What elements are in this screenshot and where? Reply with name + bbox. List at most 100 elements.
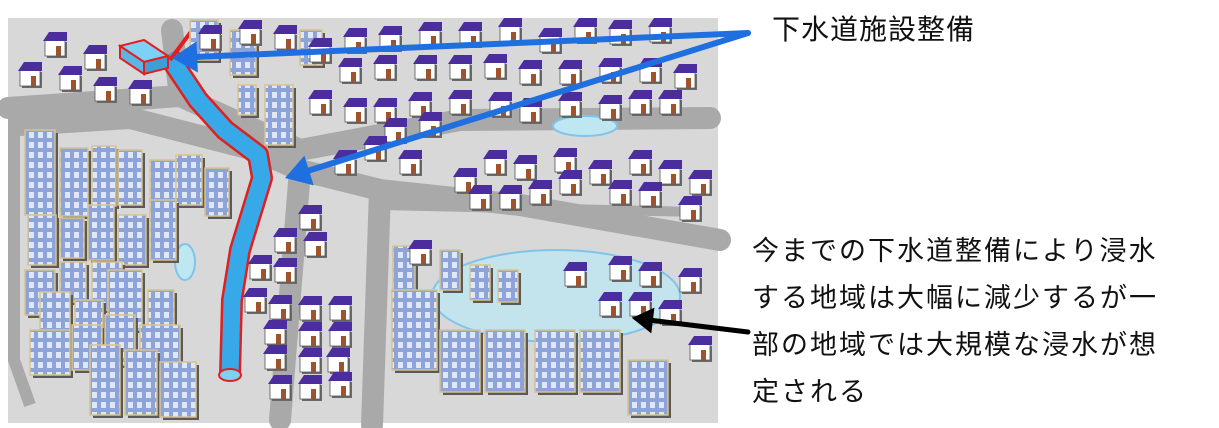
house-wall	[329, 303, 351, 321]
road	[379, 200, 701, 217]
flood-note-line: 今までの下水道整備により浸水	[752, 236, 1158, 267]
house-door	[526, 169, 531, 179]
house-roof	[598, 58, 622, 67]
house-roof	[658, 300, 682, 309]
house-wall	[559, 67, 581, 85]
house-wall	[274, 32, 296, 50]
house-door	[571, 74, 576, 84]
facility-front	[143, 54, 169, 76]
house-door	[351, 72, 356, 82]
house-wall	[374, 62, 396, 80]
house-door	[106, 91, 111, 101]
house-door	[421, 106, 426, 116]
sewer-pipe-body	[160, 50, 271, 376]
house-roof	[408, 92, 432, 101]
house-door	[461, 104, 466, 114]
house-door	[56, 46, 61, 56]
house-wall	[239, 27, 261, 45]
apartment-building	[469, 264, 491, 301]
arrow-to-facility-shaft	[194, 30, 751, 60]
house-door	[256, 302, 261, 312]
house-wall	[674, 71, 696, 89]
apartment-building	[175, 154, 203, 206]
house-door	[481, 199, 486, 209]
house-door	[601, 174, 606, 184]
house-roof	[328, 372, 352, 381]
house-door	[466, 182, 471, 192]
house-wall	[659, 167, 681, 185]
apartment-building	[117, 149, 143, 206]
house-roof	[43, 32, 67, 41]
apartment-building	[264, 84, 294, 146]
house-roof	[328, 322, 352, 331]
house-door	[276, 334, 281, 344]
house-wall	[469, 192, 491, 210]
house-door	[641, 104, 646, 114]
house-roof	[558, 92, 582, 101]
house-roof	[308, 90, 332, 99]
house-roof	[373, 98, 397, 107]
house-roof	[198, 25, 222, 34]
house-roof	[628, 90, 652, 99]
house-door	[621, 270, 626, 280]
house-roof	[273, 258, 297, 267]
house-wall	[269, 302, 291, 320]
house-roof	[598, 292, 622, 301]
house-roof	[458, 22, 482, 31]
house-roof	[538, 28, 562, 37]
house-wall	[274, 265, 296, 283]
house-roof	[688, 336, 712, 345]
house-door	[339, 362, 344, 372]
houses	[18, 18, 712, 401]
house-wall	[639, 269, 661, 287]
house-roof	[483, 150, 507, 159]
house-door	[251, 34, 256, 44]
apartment-building	[439, 329, 481, 393]
apartment-building	[59, 217, 85, 259]
house-roof	[398, 150, 422, 159]
house-wall	[329, 329, 351, 347]
apartment-building	[89, 344, 121, 416]
arrow-to-facility-head	[172, 41, 198, 73]
house-roof	[413, 55, 437, 64]
house-door	[281, 309, 286, 319]
apartment-building	[29, 329, 71, 376]
house-wall	[559, 177, 581, 195]
house-wall	[499, 192, 521, 210]
house-door	[71, 80, 76, 90]
house-wall	[679, 275, 701, 293]
house-roof	[303, 232, 327, 241]
house-door	[531, 112, 536, 122]
house-door	[641, 306, 646, 316]
house-roof	[608, 180, 632, 189]
apartment-building	[439, 249, 461, 291]
house-door	[471, 36, 476, 46]
apartment-building	[117, 214, 147, 266]
house-door	[511, 199, 516, 209]
apartment-buildings	[24, 19, 671, 420]
house-roof	[298, 375, 322, 384]
house-door	[611, 306, 616, 316]
house-wall	[514, 162, 536, 180]
house-door	[311, 389, 316, 399]
house-door	[431, 36, 436, 46]
house-door	[321, 52, 326, 62]
house-wall	[449, 97, 471, 115]
house-door	[611, 109, 616, 119]
house-wall	[519, 105, 541, 123]
house-roof	[298, 205, 322, 214]
house-roof	[338, 58, 362, 67]
road	[361, 179, 391, 428]
house-door	[691, 210, 696, 220]
house-roof	[128, 80, 152, 89]
house-door	[391, 40, 396, 50]
house-door	[341, 336, 346, 346]
house-door	[651, 276, 656, 286]
house-door	[576, 276, 581, 286]
house-door	[311, 336, 316, 346]
house-roof	[273, 228, 297, 237]
house-door	[321, 104, 326, 114]
house-wall	[299, 303, 321, 321]
house-roof	[343, 28, 367, 37]
house-roof	[448, 90, 472, 99]
